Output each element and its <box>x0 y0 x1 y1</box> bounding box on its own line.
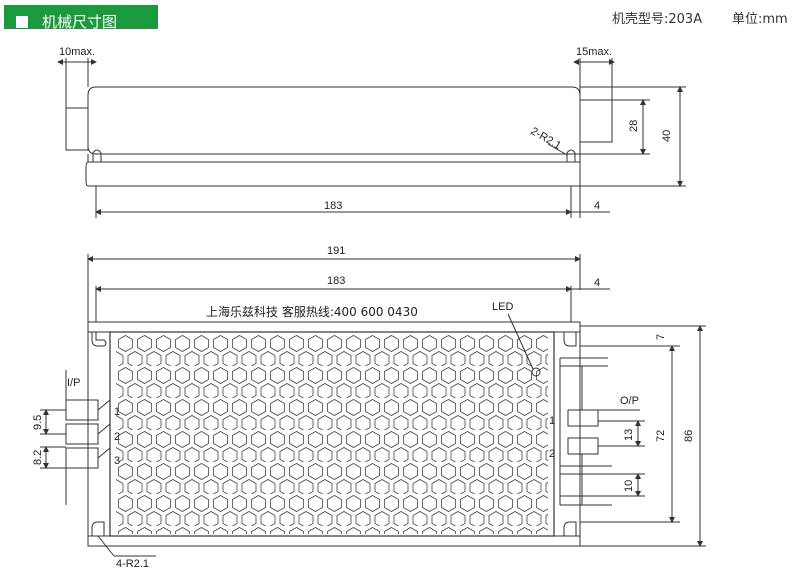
output-terminal-2 <box>567 437 599 455</box>
square-icon <box>16 16 28 28</box>
section-title: 机械尺寸图 <box>42 13 118 31</box>
left-connector <box>65 107 89 151</box>
dim-4-front: 4 <box>594 277 600 289</box>
right-connector <box>579 99 613 143</box>
dim-13: 13 <box>623 429 635 441</box>
output-pin-2: 2 <box>549 448 555 460</box>
dim-28: 28 <box>628 120 640 132</box>
dim-86: 86 <box>683 430 695 442</box>
dim-183-top: 183 <box>324 200 342 212</box>
vent-grille <box>116 334 548 534</box>
input-label: I/P <box>67 377 80 389</box>
dim-8-2: 8.2 <box>32 450 44 465</box>
front-view <box>40 254 706 557</box>
housing-body <box>109 331 555 537</box>
right-mount-slot <box>566 149 576 162</box>
input-pin-2: 2 <box>114 431 120 443</box>
slot-bl <box>91 521 105 536</box>
output-terminal-1 <box>567 409 599 427</box>
input-terminal-1 <box>65 399 99 421</box>
slot-br <box>563 521 577 536</box>
input-terminal-3 <box>65 447 99 469</box>
unit-label: 单位:mm <box>732 12 788 27</box>
left-mount-slot <box>92 149 102 162</box>
dim-183-front: 183 <box>327 275 345 287</box>
dim-10: 10 <box>623 480 635 492</box>
led-label: LED <box>492 301 513 313</box>
top-flange <box>85 161 581 187</box>
dim-7: 7 <box>655 334 667 340</box>
slot-tr <box>563 332 577 347</box>
input-pin-1: 1 <box>114 406 120 418</box>
top-view-labels: 10max. 15max. 28 40 2-R2.1 183 4 <box>59 46 673 212</box>
dim-40: 40 <box>661 130 673 142</box>
slot-tl <box>91 332 107 347</box>
led-indicator <box>531 367 541 377</box>
output-label: O/P <box>620 395 639 407</box>
front-view-labels: 191 183 4 上海乐兹科技 客服热线:400 600 0430 LED I… <box>32 245 695 570</box>
top-view <box>57 58 686 218</box>
top-body-outline <box>87 86 581 155</box>
case-model: 机壳型号:203A <box>612 12 703 27</box>
input-pin-3: 3 <box>114 455 120 467</box>
dim-corner-radius: 4-R2.1 <box>116 558 149 570</box>
dim-191: 191 <box>327 245 345 257</box>
dim-9-5: 9.5 <box>32 415 44 430</box>
dim-15max: 15max. <box>576 46 612 58</box>
dim-radius-top: 2-R2.1 <box>529 125 564 152</box>
dim-72: 72 <box>655 430 667 442</box>
dim-10max: 10max. <box>59 46 95 58</box>
base-plate <box>87 321 581 547</box>
hotline-text: 上海乐兹科技 客服热线:400 600 0430 <box>206 304 418 319</box>
section-badge: 机械尺寸图 <box>4 5 158 31</box>
dim-4-top: 4 <box>594 200 600 212</box>
output-pin-1: 1 <box>549 415 555 427</box>
input-terminal-2 <box>65 423 99 445</box>
